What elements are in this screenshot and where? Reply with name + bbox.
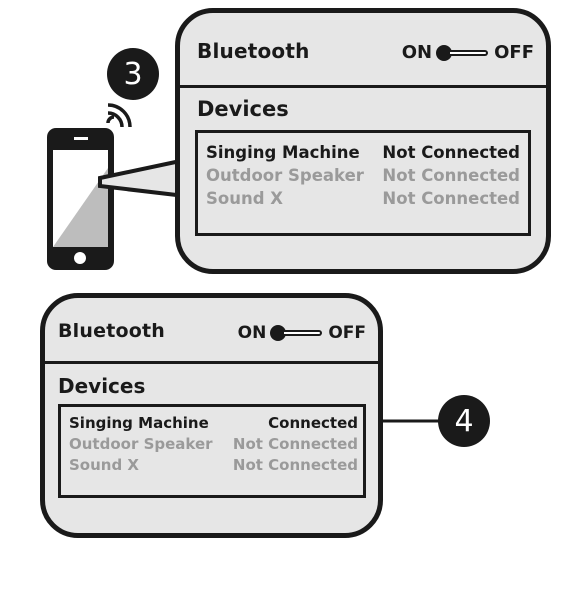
device-name: Sound X xyxy=(206,189,283,208)
device-row[interactable]: Sound X Not Connected xyxy=(69,455,358,476)
device-name: Singing Machine xyxy=(69,414,209,432)
bluetooth-header: Bluetooth ON OFF xyxy=(45,298,378,364)
device-row[interactable]: Outdoor Speaker Not Connected xyxy=(69,434,358,455)
step-badge-4: 4 xyxy=(438,395,490,447)
device-name: Singing Machine xyxy=(206,143,360,162)
device-status: Not Connected xyxy=(232,435,358,453)
toggle-rail xyxy=(284,330,323,336)
bluetooth-title: Bluetooth xyxy=(58,320,166,342)
device-list: Singing Machine Connected Outdoor Speake… xyxy=(58,404,366,498)
device-name: Outdoor Speaker xyxy=(69,435,213,453)
device-status: Not Connected xyxy=(232,456,358,474)
bluetooth-panel-after: Bluetooth ON OFF Devices Singing Machine… xyxy=(40,293,383,538)
bluetooth-toggle[interactable]: ON OFF xyxy=(402,42,534,63)
device-status: Not Connected xyxy=(382,166,520,185)
bluetooth-title: Bluetooth xyxy=(197,39,310,63)
toggle-off-label: OFF xyxy=(328,323,366,343)
device-row[interactable]: Outdoor Speaker Not Connected xyxy=(206,164,520,187)
devices-heading: Devices xyxy=(197,97,289,121)
device-status: Not Connected xyxy=(382,143,520,162)
bluetooth-panel-before: Bluetooth ON OFF Devices Singing Machine… xyxy=(175,8,551,274)
device-row[interactable]: Singing Machine Connected xyxy=(69,413,358,434)
wifi-signal-icon xyxy=(106,103,132,128)
bluetooth-header: Bluetooth ON OFF xyxy=(180,13,546,88)
device-name: Sound X xyxy=(69,456,139,474)
toggle-on-label: ON xyxy=(237,323,267,343)
toggle-rail xyxy=(450,49,489,56)
device-row[interactable]: Singing Machine Not Connected xyxy=(206,141,520,164)
toggle-knob[interactable] xyxy=(436,44,453,61)
toggle-on-label: ON xyxy=(401,42,433,63)
toggle-knob[interactable] xyxy=(270,325,287,341)
device-name: Outdoor Speaker xyxy=(206,166,364,185)
toggle-off-label: OFF xyxy=(494,42,534,63)
devices-heading: Devices xyxy=(58,374,146,398)
device-status: Connected xyxy=(268,414,358,432)
bluetooth-toggle[interactable]: ON OFF xyxy=(238,323,366,343)
device-row[interactable]: Sound X Not Connected xyxy=(206,187,520,210)
device-status: Not Connected xyxy=(382,189,520,208)
smartphone-icon xyxy=(47,128,114,270)
device-list: Singing Machine Not Connected Outdoor Sp… xyxy=(195,130,531,236)
step-badge-3: 3 xyxy=(107,48,159,100)
